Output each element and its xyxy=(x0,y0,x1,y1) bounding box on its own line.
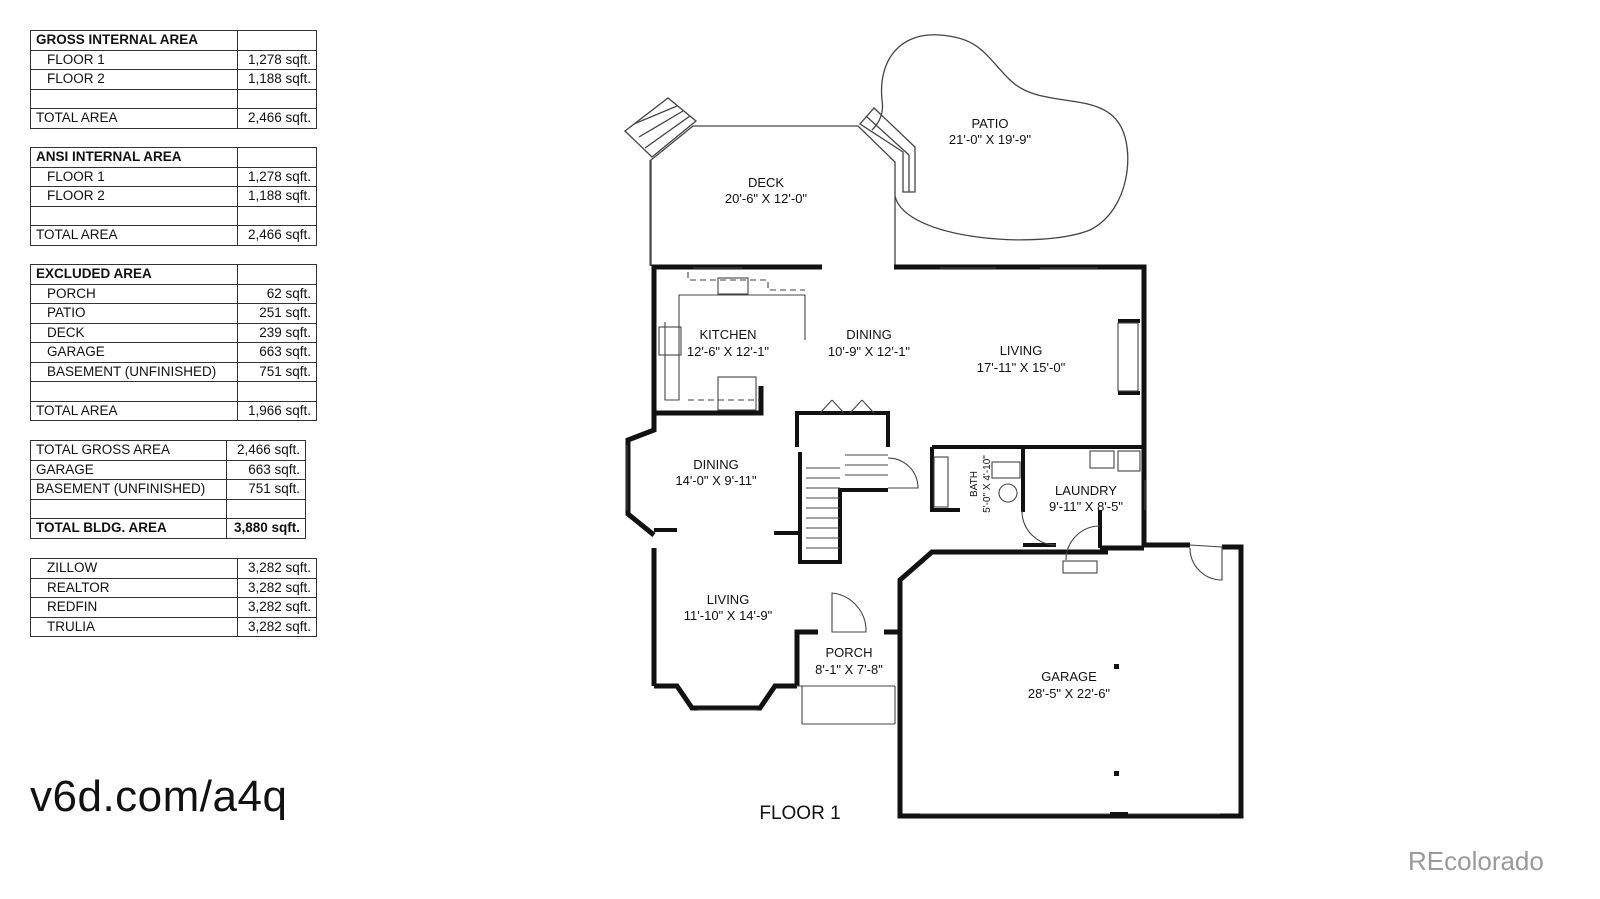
area-label: FLOOR 1 xyxy=(30,166,238,187)
area-value: 3,282 sqft. xyxy=(237,558,317,579)
table-header-row: ANSI INTERNAL AREA xyxy=(30,147,317,168)
living-secondary-dimensions: 11'-10" X 14'-9" xyxy=(684,608,773,623)
area-value: 1,278 sqft. xyxy=(237,166,317,187)
kitchen-label: KITCHEN xyxy=(699,327,756,342)
table-row: BASEMENT (UNFINISHED)751 sqft. xyxy=(30,479,306,500)
laundry-label: LAUNDRY xyxy=(1055,483,1117,498)
area-value: 2,466 sqft. xyxy=(237,108,317,129)
area-label: TOTAL AREA xyxy=(30,108,238,129)
bath-dimensions: 5'-0" X 4'-10" xyxy=(982,455,993,513)
garage-markers xyxy=(1110,664,1128,818)
fixtures xyxy=(626,160,1223,815)
area-value: 3,282 sqft. xyxy=(237,616,317,637)
floor-title: FLOOR 1 xyxy=(759,803,840,824)
area-value: 663 sqft. xyxy=(226,459,306,480)
interior-walls xyxy=(654,319,1144,564)
living-dimensions: 17'-11" X 15'-0" xyxy=(977,360,1066,375)
living-secondary-label: LIVING xyxy=(707,592,750,607)
area-value: 1,966 sqft. xyxy=(237,400,317,421)
patio-outline xyxy=(871,34,1129,241)
dining-label: DINING xyxy=(846,327,892,342)
area-value: 62 sqft. xyxy=(237,283,317,304)
area-value: 3,880 sqft. xyxy=(226,518,306,539)
bath-label: BATH xyxy=(969,471,980,497)
room-labels: PATIO 21'-0" X 19'-9" DECK 20'-6" X 12'-… xyxy=(675,116,1123,701)
dining-secondary-label: DINING xyxy=(693,457,739,472)
deck-outline xyxy=(624,97,916,266)
table-header-row: GROSS INTERNAL AREA xyxy=(30,30,317,51)
kitchen-dimensions: 12'-6" X 12'-1" xyxy=(687,344,770,359)
porch-label: PORCH xyxy=(826,645,873,660)
dining-secondary-dimensions: 14'-0" X 9'-11" xyxy=(675,473,757,488)
area-label: ANSI INTERNAL AREA xyxy=(30,147,238,168)
area-value: 751 sqft. xyxy=(226,479,306,500)
area-value: 251 sqft. xyxy=(237,303,317,324)
area-label: TRULIA xyxy=(30,616,238,637)
garage-label: GARAGE xyxy=(1041,669,1097,684)
short-link[interactable]: v6d.com/a4q xyxy=(30,772,288,821)
table-row xyxy=(30,205,317,226)
deck-label: DECK xyxy=(748,175,784,190)
laundry-dimensions: 9'-11" X 8'-5" xyxy=(1049,499,1123,514)
area-value: 1,188 sqft. xyxy=(237,69,317,90)
brand-watermark: REcolorado xyxy=(1408,846,1544,876)
patio-label: PATIO xyxy=(971,116,1008,131)
living-label: LIVING xyxy=(1000,343,1043,358)
garage-dimensions: 28'-5" X 22'-6" xyxy=(1028,686,1111,701)
dining-dimensions: 10'-9" X 12'-1" xyxy=(828,344,911,359)
deck-dimensions: 20'-6" X 12'-0" xyxy=(725,191,808,206)
porch-dimensions: 8'-1" X 7'-8" xyxy=(815,662,883,677)
area-label: DECK xyxy=(30,322,238,343)
area-value: 663 sqft. xyxy=(237,342,317,363)
area-label: BASEMENT (UNFINISHED) xyxy=(30,479,227,500)
area-label: TOTAL AREA xyxy=(30,400,238,421)
area-value: 2,466 sqft. xyxy=(237,225,317,246)
patio-dimensions: 21'-0" X 19'-9" xyxy=(949,132,1032,147)
exterior-walls xyxy=(625,264,1244,819)
